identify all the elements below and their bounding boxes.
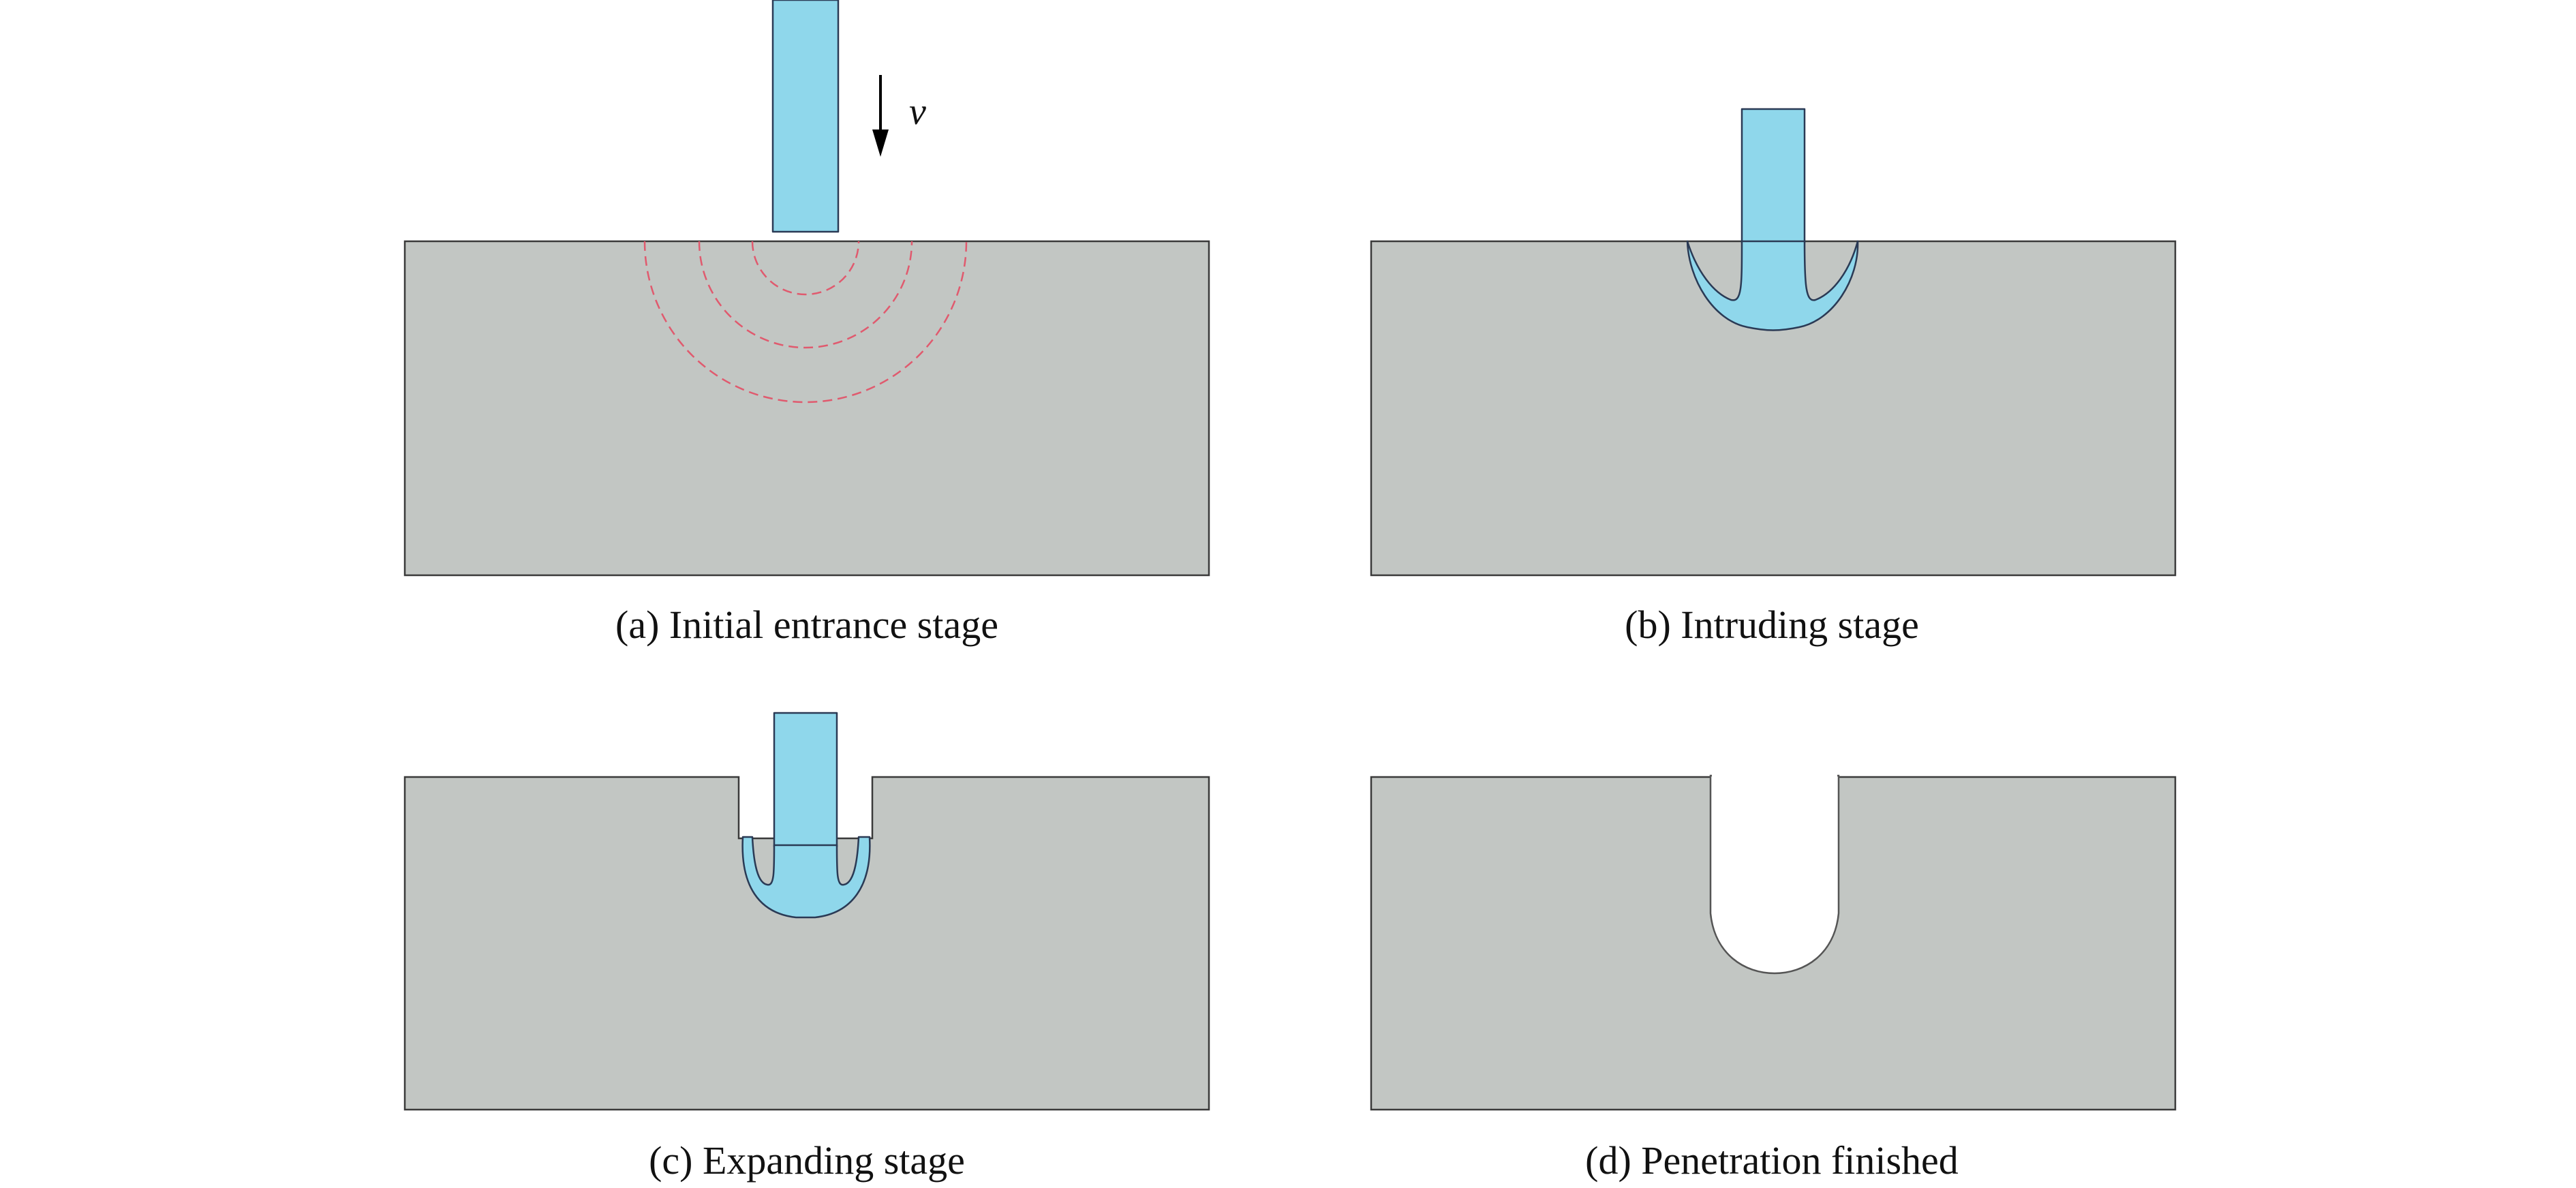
panel-a-stress-wave-outer — [643, 241, 968, 403]
panel-b-jet-shaft — [1741, 108, 1806, 244]
panel-a-caption: (a) Initial entrance stage — [615, 603, 998, 647]
panel-a-stress-wave-inner — [751, 241, 860, 296]
panel-b-jet-head — [1686, 240, 1859, 331]
panel-a-stress-wave-middle — [698, 241, 913, 349]
panel-d-caption: (d) Penetration finished — [1585, 1138, 1959, 1183]
panel-c-jet-shaft — [773, 712, 838, 848]
panel-c: (c) Expanding stage — [403, 712, 1210, 1183]
panel-c-caption: (c) Expanding stage — [649, 1138, 965, 1183]
panel-a-jet — [771, 0, 840, 233]
panel-a: v (a) Initial entrance stage — [403, 0, 1210, 647]
panel-d: (d) Penetration finished — [1370, 774, 2177, 1183]
panel-c-target-block — [403, 776, 1210, 1111]
velocity-arrow: v — [872, 75, 926, 157]
panel-d-crater — [1709, 774, 1840, 975]
panel-d-crater-top-mask — [1712, 774, 1837, 778]
velocity-arrow-head — [872, 130, 889, 157]
panel-c-jet-head — [741, 836, 871, 919]
panel-b-caption: (b) Intruding stage — [1625, 603, 1919, 647]
velocity-label: v — [909, 91, 926, 133]
panel-b: (b) Intruding stage — [1370, 108, 2177, 647]
panel-a-target-block — [403, 240, 1210, 577]
